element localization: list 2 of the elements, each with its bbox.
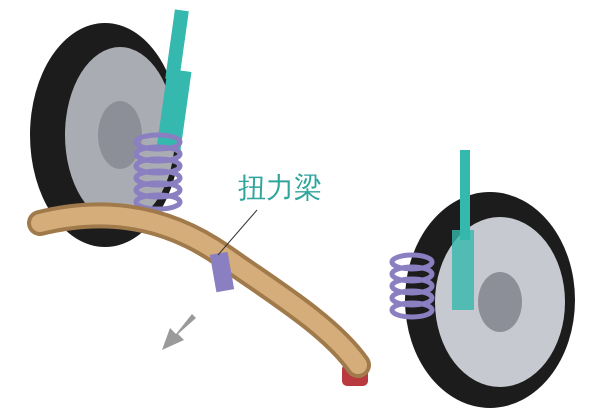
part-label: 扭力梁: [234, 168, 326, 208]
leader-line: [218, 210, 258, 256]
